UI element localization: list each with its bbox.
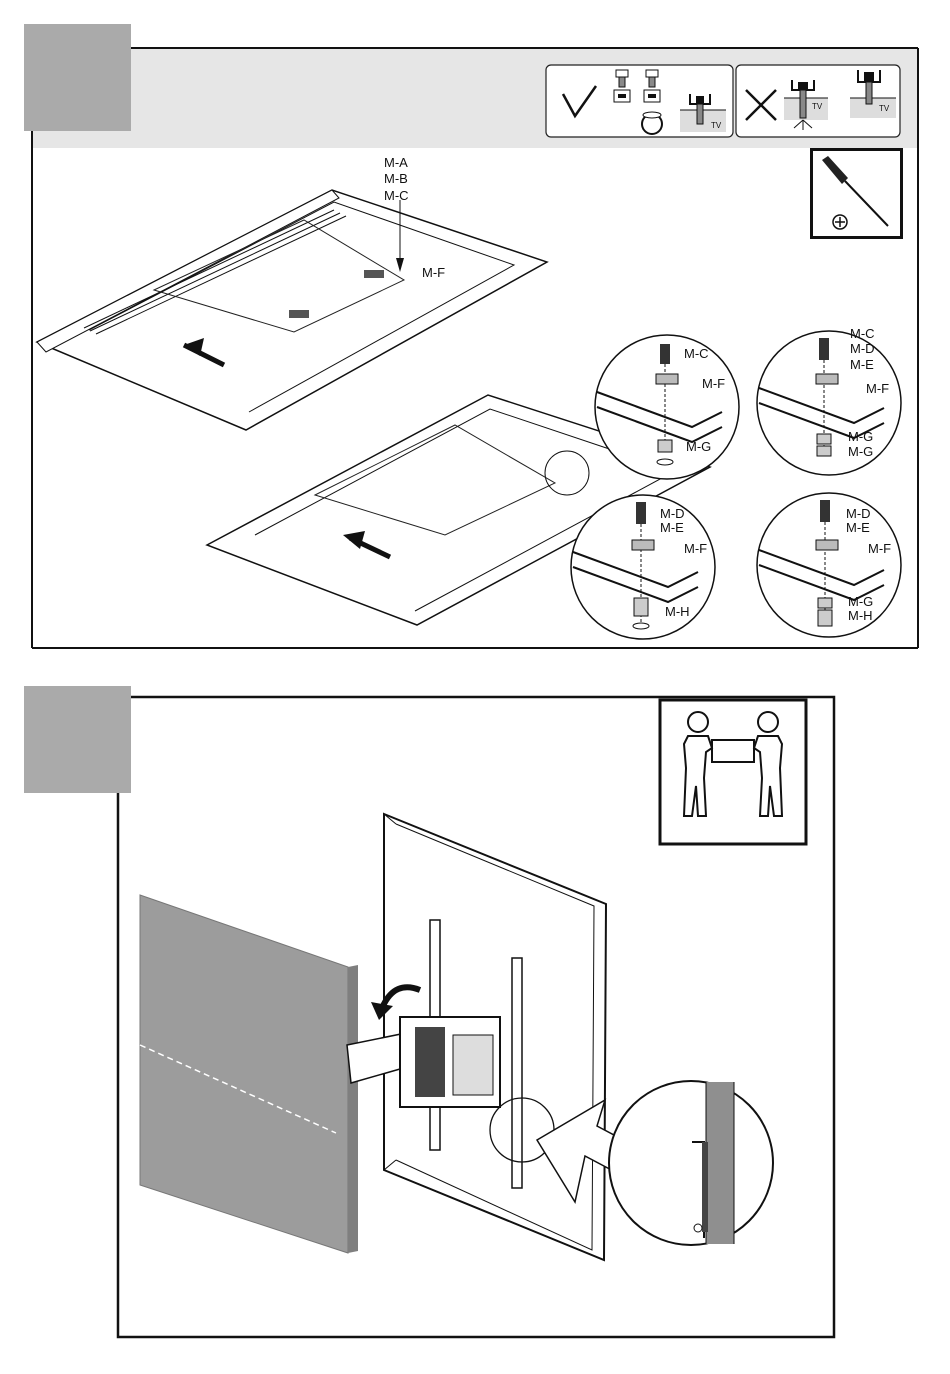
tv-tag-2: TV <box>812 102 822 111</box>
step2-panel <box>0 680 950 1360</box>
phillips-icon <box>830 212 850 232</box>
detail-circle-hook <box>606 1078 776 1248</box>
label-m-a: M-A <box>384 156 408 170</box>
d2-label-spacer-1: M-G <box>848 430 873 444</box>
tv-screw-too-short-icon <box>850 66 898 118</box>
detail-circle-4 <box>754 490 904 640</box>
d3-label-screw-1: M-D <box>660 507 685 521</box>
tv-screw-too-long-icon <box>784 76 832 132</box>
detail-circle-2 <box>754 328 904 478</box>
d4-label-spacer-1: M-G <box>848 595 873 609</box>
screw-washer-spacer-icon <box>640 68 670 138</box>
d3-label-bracket: M-F <box>684 542 707 556</box>
d3-label-screw-2: M-E <box>660 521 684 535</box>
detail-circle-1 <box>592 332 742 482</box>
check-icon <box>560 84 600 124</box>
label-m-f-main: M-F <box>422 266 445 280</box>
d4-label-spacer-2: M-H <box>848 609 873 623</box>
step1-panel: TV TV TV <box>0 0 950 660</box>
d1-label-bracket: M-F <box>702 377 725 391</box>
wall-block <box>136 895 366 1255</box>
d4-label-screw-2: M-E <box>846 521 870 535</box>
d2-label-bracket: M-F <box>866 382 889 396</box>
d4-label-bracket: M-F <box>868 542 891 556</box>
two-person-lift-icon <box>676 708 796 828</box>
step2-number-box <box>24 686 131 793</box>
wall-mount-arm <box>345 1005 545 1155</box>
d3-label-spacer: M-H <box>665 605 690 619</box>
d2-label-screw-1: M-C <box>850 327 875 341</box>
d2-label-spacer-2: M-G <box>848 445 873 459</box>
tv-tag-3: TV <box>879 104 889 113</box>
d1-label-spacer: M-G <box>686 440 711 454</box>
curved-arrow-icon <box>365 980 425 1025</box>
cross-icon <box>744 88 780 124</box>
d2-label-screw-2: M-D <box>850 342 875 356</box>
tv-tag-1: TV <box>711 121 721 130</box>
screw-leader-line <box>385 200 425 300</box>
d2-label-screw-3: M-E <box>850 358 874 372</box>
screw-washer-icon <box>610 68 640 118</box>
d4-label-screw-1: M-D <box>846 507 871 521</box>
detail-circle-3 <box>568 492 718 642</box>
label-m-b: M-B <box>384 172 408 186</box>
d1-label-screw: M-C <box>684 347 709 361</box>
